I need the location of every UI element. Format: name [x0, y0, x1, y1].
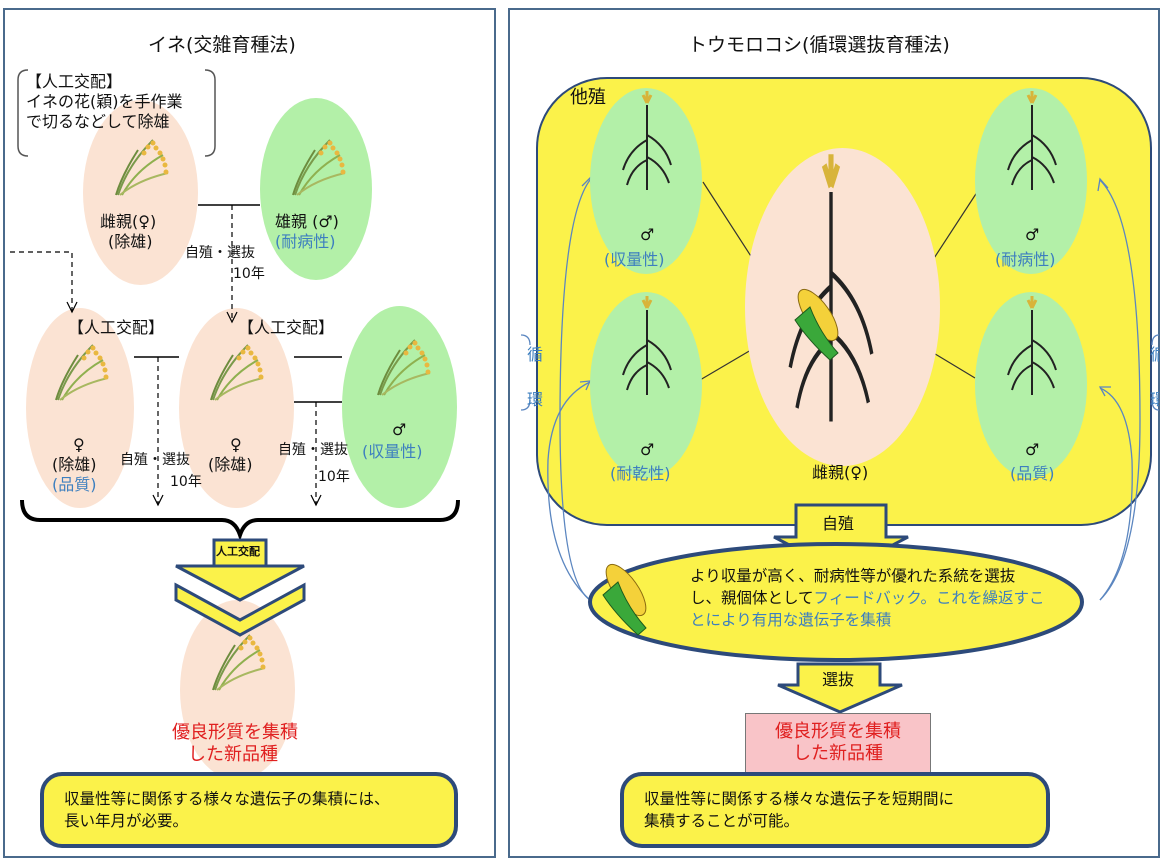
corn-plant-icon [1006, 89, 1058, 192]
male-symbol: ♂ [640, 440, 655, 459]
cycle-label-1: 循 [527, 345, 544, 364]
arrow-cross-label: 人工交配 [216, 545, 260, 558]
cross-label-1: 【人工交配】 [68, 318, 165, 337]
male-parent-yield-oval [342, 306, 457, 508]
corn-plant-icon [790, 154, 872, 421]
new-variety-line1: 優良形質を集積 [775, 721, 901, 742]
summary-line1: 収量性等に関係する様々な遺伝子を短期間に [644, 790, 955, 808]
trait-quality-label: (品質) [52, 475, 97, 494]
outcrossing-label: 他殖 [570, 87, 606, 108]
ten-years-label: 10年 [233, 266, 265, 282]
corn-plant-icon [621, 294, 673, 397]
emasculated-label: (除雄) [52, 455, 97, 474]
trait-quality-label: (品質) [1010, 464, 1055, 483]
selfing-selection-label: 自殖・選抜 [278, 442, 348, 458]
summary-line1: 収量性等に関係する様々な遺伝子の集積には、 [64, 790, 390, 808]
summary-line2: 長い年月が必要。 [64, 812, 189, 830]
female-symbol: ♀ [230, 435, 242, 454]
female-parent-oval [745, 148, 940, 466]
emasculated-label: (除雄) [208, 455, 253, 474]
female-symbol: ♀ [73, 435, 85, 454]
corn-summary-box: 収量性等に関係する様々な遺伝子を短期間に 集積することが可能。 [620, 772, 1050, 848]
male-parent-label: 雄親 (♂) [275, 212, 339, 231]
selfing-label: 自殖 [822, 514, 855, 533]
new-variety-line2: した新品種 [188, 744, 278, 765]
emasculated-label: (除雄) [108, 232, 153, 251]
selfing-selection-label: 自殖・選抜 [120, 452, 190, 468]
new-variety-line1: 優良形質を集積 [172, 722, 298, 743]
selection-label: 選抜 [822, 670, 855, 689]
ellipse-line3: とにより有用な遺伝子を集積 [690, 611, 892, 629]
trait-disease-label: (耐病性) [995, 250, 1056, 269]
corn-plant-icon [621, 89, 673, 192]
corn-title: トウモロコシ(循環選抜育種法) [688, 34, 950, 56]
feedback-ellipse [588, 542, 1084, 662]
male-parent-disease-oval [260, 98, 372, 280]
corn-plant-icon [1006, 294, 1058, 397]
selfing-selection-label: 自殖・選抜 [185, 245, 255, 261]
male-symbol: ♂ [392, 420, 407, 439]
summary-line2: 集積することが可能。 [644, 812, 800, 830]
trait-drought-label: (耐乾性) [610, 464, 671, 483]
ellipse-line2: し、親個体としてフィードバック。これを繰返すこ [690, 588, 1045, 608]
male-symbol: ♂ [1025, 225, 1040, 244]
cross-note-line1: イネの花(穎)を手作業 [26, 92, 183, 111]
rice-title: イネ(交雑育種法) [148, 34, 296, 56]
cycle-label-2: 環 [527, 390, 544, 409]
trait-yield-label: (収量性) [604, 250, 665, 269]
cycle-label-1: 循 [1150, 345, 1159, 364]
cross-note-title: 【人工交配】 [26, 72, 123, 91]
new-variety-line2: した新品種 [793, 743, 883, 764]
ellipse-line1: より収量が高く、耐病性等が優れた系統を選抜 [690, 567, 1016, 585]
ellipse-line2-b: フィードバック。これを繰返すこ [813, 589, 1045, 607]
female-parent-oval [83, 100, 198, 285]
cross-note-line2: で切るなどして除雄 [26, 112, 170, 131]
trait-disease-label: (耐病性) [275, 232, 336, 251]
down-arrow-icon [174, 538, 306, 637]
cycle-label-2: 環 [1150, 390, 1159, 409]
female-parent-label: 雌親(♀) [100, 212, 157, 231]
cross-label-2: 【人工交配】 [238, 318, 335, 337]
trait-yield-label: (収量性) [362, 442, 423, 461]
cross1-female-oval [26, 308, 134, 508]
rice-summary-box: 収量性等に関係する様々な遺伝子の集積には、 長い年月が必要。 [40, 772, 458, 848]
male-symbol: ♂ [640, 225, 655, 244]
corn-cob-icon [790, 283, 846, 361]
ten-years-label: 10年 [318, 469, 350, 485]
male-symbol: ♂ [1025, 440, 1040, 459]
down-arrow-icon [777, 662, 903, 714]
new-variety-box: 優良形質を集積 した新品種 [745, 713, 931, 775]
cross2-female-oval [179, 308, 294, 508]
female-parent-label: 雌親(♀) [812, 463, 869, 482]
ten-years-label: 10年 [170, 474, 202, 490]
ellipse-line2-a: し、親個体として [690, 589, 814, 607]
